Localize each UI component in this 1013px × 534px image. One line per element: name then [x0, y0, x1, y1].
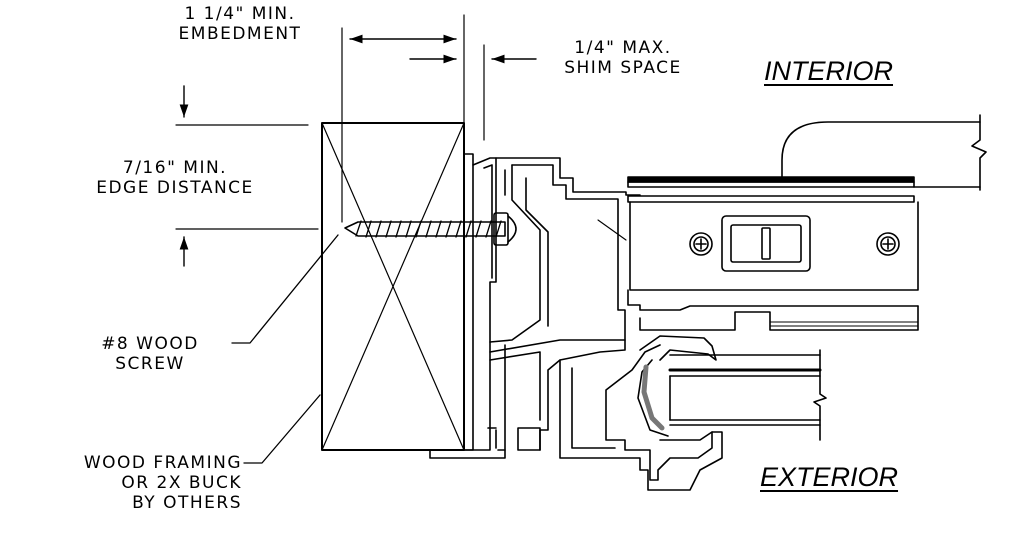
- shim-space-label: 1/4" MAX. SHIM SPACE: [518, 38, 728, 78]
- shim-space-label-line-2: SHIM SPACE: [564, 58, 682, 78]
- wood-framing-label-line-2: OR 2X BUCK: [121, 473, 242, 493]
- wood-screw-label: #8 WOOD SCREW: [60, 334, 240, 374]
- interior-finish: [781, 114, 987, 191]
- embedment-label: 1 1/4" MIN. EMBEDMENT: [120, 4, 360, 44]
- edge-distance-label-line-1: 7/16" MIN.: [122, 158, 228, 178]
- edge-distance-dimension: [175, 85, 319, 267]
- wood-framing-label: WOOD FRAMING OR 2X BUCK BY OTHERS: [0, 453, 242, 513]
- edge-distance-label-line-2: EDGE DISTANCE: [96, 178, 254, 198]
- wood-screw-label-line-2: SCREW: [115, 354, 185, 374]
- wood-screw: [344, 212, 517, 246]
- embedment-label-line-1: 1 1/4" MIN.: [184, 4, 296, 24]
- edge-distance-label: 7/16" MIN. EDGE DISTANCE: [50, 158, 300, 198]
- shim: [463, 153, 474, 451]
- wood-screw-label-line-1: #8 WOOD: [101, 334, 199, 354]
- wood-framing-label-line-3: BY OTHERS: [132, 493, 242, 513]
- insulated-glass-unit: [668, 349, 827, 441]
- window-frame-profile: [429, 157, 723, 491]
- shim-space-dimension: [483, 44, 537, 141]
- embedment-dimension: [341, 14, 465, 223]
- interior-label: INTERIOR: [764, 56, 894, 86]
- sash-and-lock: [627, 176, 919, 331]
- wood-framing-block: [321, 122, 465, 451]
- exterior-label: EXTERIOR: [760, 462, 899, 492]
- embedment-label-line-2: EMBEDMENT: [178, 24, 302, 44]
- wood-framing-label-line-1: WOOD FRAMING: [83, 453, 242, 473]
- leader-lines: [231, 219, 627, 464]
- shim-space-label-line-1: 1/4" MAX.: [574, 38, 672, 58]
